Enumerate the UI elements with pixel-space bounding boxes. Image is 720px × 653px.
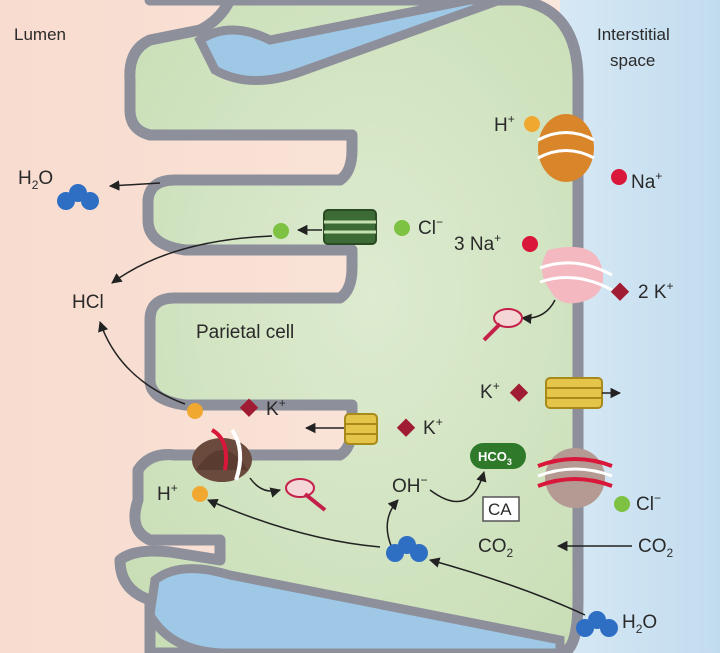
h-dot-pump-top	[187, 403, 203, 419]
k-diamond-channel	[396, 418, 416, 437]
water-molecule-left-icon	[57, 184, 99, 210]
co2-mid-label: CO2	[478, 536, 514, 560]
atp-key-icon-basal	[482, 308, 523, 342]
na-h-exchanger-icon	[537, 114, 595, 182]
k-pump-label: K+	[266, 396, 286, 420]
proton-pump-icon	[192, 428, 252, 482]
cl-dot-lumen	[273, 223, 289, 239]
na-dot-3	[522, 236, 538, 252]
cl-label: Cl−	[418, 215, 443, 239]
atp-key-icon-pump	[285, 478, 327, 512]
lumen-label: Lumen	[14, 25, 66, 44]
water-out-arrow	[108, 180, 161, 191]
parietal-cell-body	[114, 0, 584, 653]
k-channel-label: K+	[423, 415, 443, 439]
hcl-label: HCl	[72, 292, 104, 313]
cl-dot-cell	[394, 220, 410, 236]
cl-to-hcl-arrow	[111, 235, 273, 284]
bottom-vessel	[145, 564, 565, 653]
k-diamond-pump	[239, 398, 259, 417]
na-top-label: Na+	[631, 169, 662, 193]
h2o-left-label: H2O	[18, 168, 53, 192]
space-label: space	[610, 51, 655, 70]
k-channel-icon	[344, 413, 378, 445]
h-pump-label: H+	[157, 481, 178, 505]
k-basal-label: K+	[480, 379, 500, 403]
na-dot-top	[611, 169, 627, 185]
oh-arrow	[386, 499, 399, 549]
top-vessel	[194, 0, 502, 85]
cl-basal-label: Cl−	[636, 491, 661, 515]
na-k-atpase-icon	[539, 246, 613, 304]
interstitial-label: Interstitial	[597, 25, 670, 44]
atp-arrow-basal	[520, 299, 556, 325]
water-molecule-mid-icon	[386, 536, 428, 562]
k2-label: 2 K+	[638, 279, 674, 303]
ca-box	[482, 496, 520, 522]
hco3-label: HCO3	[478, 449, 512, 467]
water-to-h-arrow	[207, 498, 381, 548]
cl-channel-icon	[323, 209, 377, 245]
k-diamond-2	[610, 282, 630, 301]
h-to-hcl-arrow	[98, 321, 186, 405]
hco3-cl-exchanger-icon	[537, 448, 613, 508]
hco3-badge	[470, 443, 526, 469]
h-dot-top	[524, 116, 540, 132]
parietal-cell-label: Parietal cell	[196, 322, 294, 343]
h-top-label: H+	[494, 112, 515, 136]
h2o-bottom-label: H2O	[622, 612, 657, 636]
ca-label: CA	[488, 500, 512, 519]
k-diamond-basal	[509, 383, 529, 402]
atp-arrow	[249, 477, 282, 498]
interstitial-region	[560, 0, 720, 653]
na3-label: 3 Na+	[454, 231, 501, 255]
water-molecule-bottom-icon	[576, 611, 618, 637]
cl-dot-basal	[614, 496, 630, 512]
co2-right-label: CO2	[638, 536, 674, 560]
k-channel-basal-icon	[545, 377, 603, 409]
h2o-in-arrow	[428, 557, 586, 616]
oh-to-hco3-arrow	[429, 470, 487, 503]
h-dot-pump-bottom	[192, 486, 208, 502]
oh-label: OH−	[392, 473, 428, 497]
